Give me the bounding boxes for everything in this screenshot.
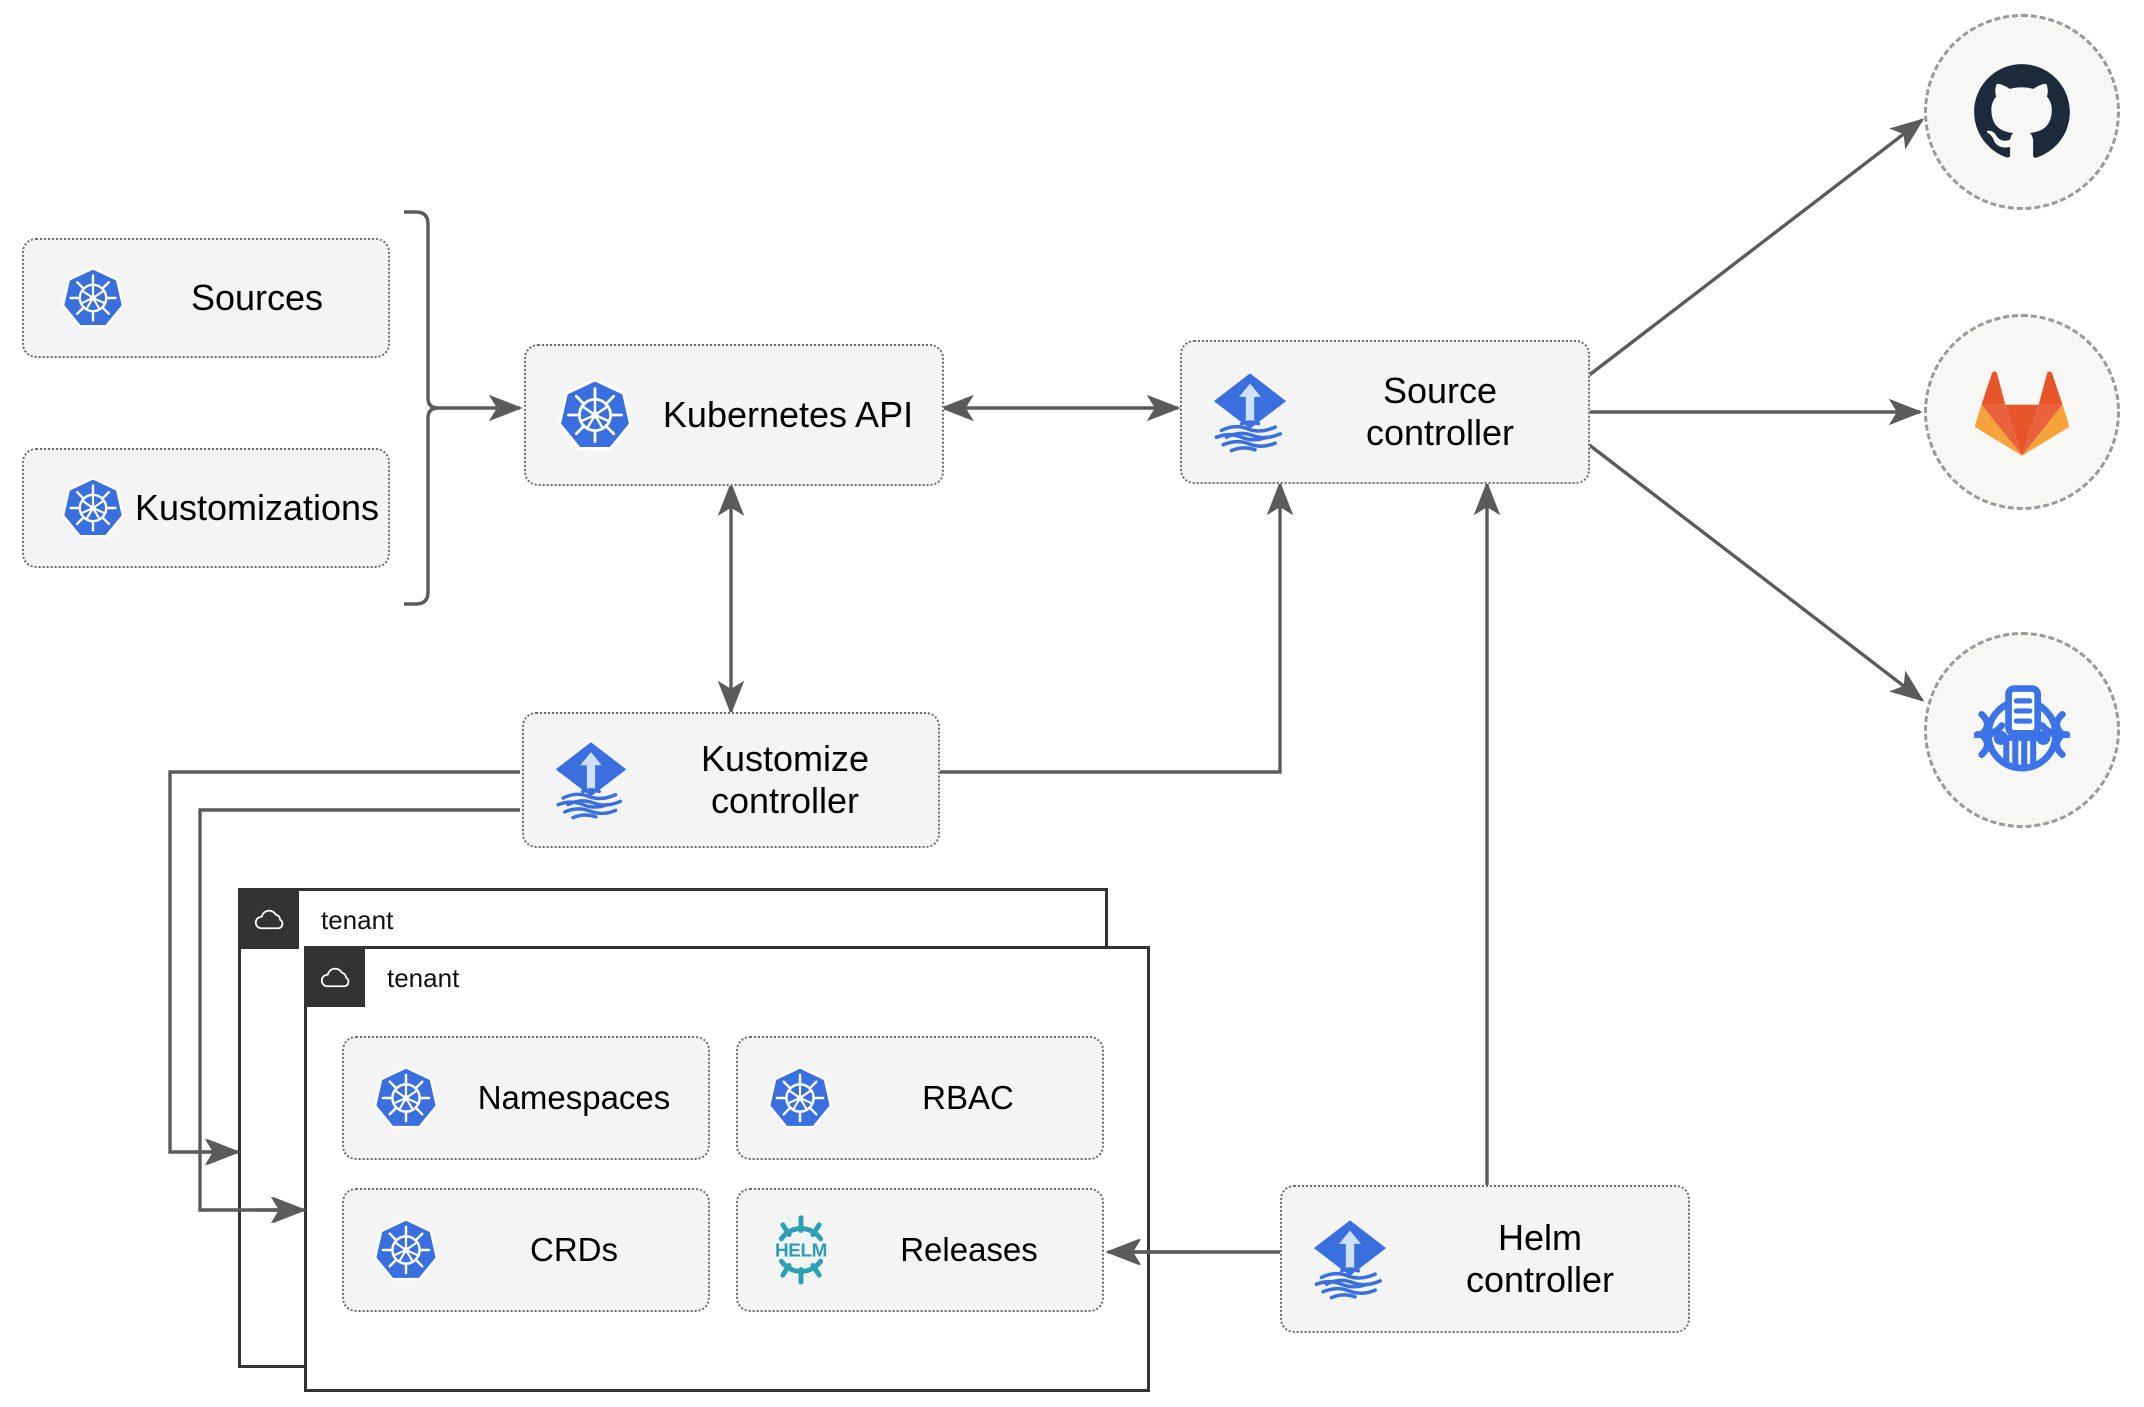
node-sources-label: Sources [190, 276, 324, 318]
kubernetes-icon [372, 1064, 440, 1132]
cloud-icon [241, 891, 299, 949]
tenant-1-titlebar: tenant [241, 891, 393, 949]
tenant-panel-2[interactable]: tenant [304, 946, 1150, 1392]
kubernetes-icon [60, 265, 126, 331]
endpoint-github[interactable] [1924, 14, 2120, 210]
node-kubernetes-api[interactable]: Kubernetes API [524, 344, 944, 486]
cloud-icon [307, 949, 365, 1007]
edge-kustomize-to-source [940, 481, 1294, 774]
kubernetes-icon [372, 1216, 440, 1284]
tenant-2-titlebar: tenant [307, 949, 459, 1007]
helm-icon [766, 1215, 836, 1285]
tenant-2-label: tenant [387, 963, 460, 993]
node-source-controller[interactable]: Source controller [1180, 340, 1590, 484]
kubernetes-icon [556, 376, 634, 454]
node-releases[interactable]: Releases [736, 1188, 1104, 1312]
node-kustomizations[interactable]: Kustomizations [22, 448, 390, 568]
node-source-controller-label: Source controller [1365, 369, 1515, 453]
node-helm-controller-label: Helm controller [1465, 1216, 1615, 1300]
node-kustomizations-label: Kustomizations [134, 486, 380, 528]
tenant-1-label: tenant [321, 905, 394, 935]
node-helm-controller[interactable]: Helm controller [1280, 1185, 1690, 1333]
node-kustomize-controller-label: Kustomize controller [700, 737, 870, 821]
gitlab-icon [1970, 360, 2074, 464]
edge-bracket-merge [404, 210, 439, 606]
flux-icon [550, 739, 632, 821]
helm-repo-icon [1966, 674, 2078, 786]
node-namespaces-label: Namespaces [477, 1078, 671, 1116]
node-kustomize-controller[interactable]: Kustomize controller [522, 712, 940, 848]
node-crds[interactable]: CRDs [342, 1188, 710, 1312]
edge-source-to-helmrepo [1586, 442, 1925, 702]
node-rbac[interactable]: RBAC [736, 1036, 1104, 1160]
node-releases-label: Releases [900, 1230, 1038, 1268]
flux-icon [1308, 1217, 1392, 1301]
node-sources[interactable]: Sources [22, 238, 390, 358]
github-icon [1970, 60, 2074, 164]
flux-icon [1208, 370, 1292, 454]
edge-source-to-github [1586, 118, 1925, 378]
endpoint-gitlab[interactable] [1924, 314, 2120, 510]
kubernetes-icon [766, 1064, 834, 1132]
node-rbac-label: RBAC [922, 1078, 1014, 1116]
node-kubernetes-api-label: Kubernetes API [662, 393, 914, 435]
kubernetes-icon [60, 475, 126, 541]
node-crds-label: CRDs [530, 1230, 618, 1268]
node-namespaces[interactable]: Namespaces [342, 1036, 710, 1160]
endpoint-helm-repository[interactable] [1924, 632, 2120, 828]
